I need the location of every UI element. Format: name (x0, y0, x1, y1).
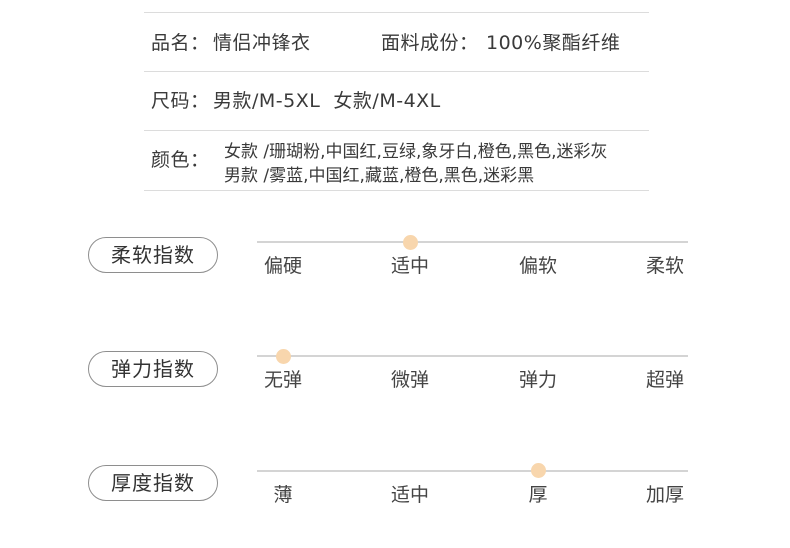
elasticity-option-3: 弹力 (518, 369, 558, 391)
thickness-title: 厚度指数 (88, 465, 218, 501)
elasticity-option-2: 微弹 (390, 369, 430, 391)
thickness-option-4: 加厚 (645, 484, 685, 506)
softness-option-2: 适中 (390, 255, 430, 277)
thickness-option-2: 适中 (390, 484, 430, 506)
fabric-label: 面料成份： (381, 32, 479, 54)
softness-track (257, 241, 688, 243)
elasticity-title: 弹力指数 (88, 351, 218, 387)
color-label: 颜色： (151, 149, 210, 171)
elasticity-option-4: 超弹 (645, 369, 685, 391)
fabric-value: 100%聚酯纤维 (486, 32, 621, 54)
softness-option-3: 偏软 (518, 255, 558, 277)
softness-option-4: 柔软 (645, 255, 685, 277)
divider-1 (144, 71, 649, 72)
elasticity-track (257, 355, 688, 357)
thickness-indicator (531, 463, 546, 478)
thickness-track (257, 470, 688, 472)
softness-indicator (403, 235, 418, 250)
color-women: 女款 /珊瑚粉,中国红,豆绿,象牙白,橙色,黑色,迷彩灰 (224, 142, 608, 162)
softness-title: 柔软指数 (88, 237, 218, 273)
color-men: 男款 /雾蓝,中国红,藏蓝,橙色,黑色,迷彩黑 (224, 166, 535, 186)
thickness-option-1: 薄 (273, 484, 293, 506)
divider-bottom (144, 190, 649, 191)
elasticity-option-1: 无弹 (263, 369, 303, 391)
thickness-option-3: 厚 (528, 484, 548, 506)
elasticity-indicator (276, 349, 291, 364)
size-label: 尺码： (151, 90, 210, 112)
size-value: 男款/M-5XL 女款/M-4XL (213, 90, 441, 112)
product-name-value: 情侣冲锋衣 (213, 32, 311, 54)
divider-2 (144, 130, 649, 131)
softness-option-1: 偏硬 (263, 255, 303, 277)
product-name-label: 品名： (151, 32, 210, 54)
divider-top (144, 12, 649, 13)
